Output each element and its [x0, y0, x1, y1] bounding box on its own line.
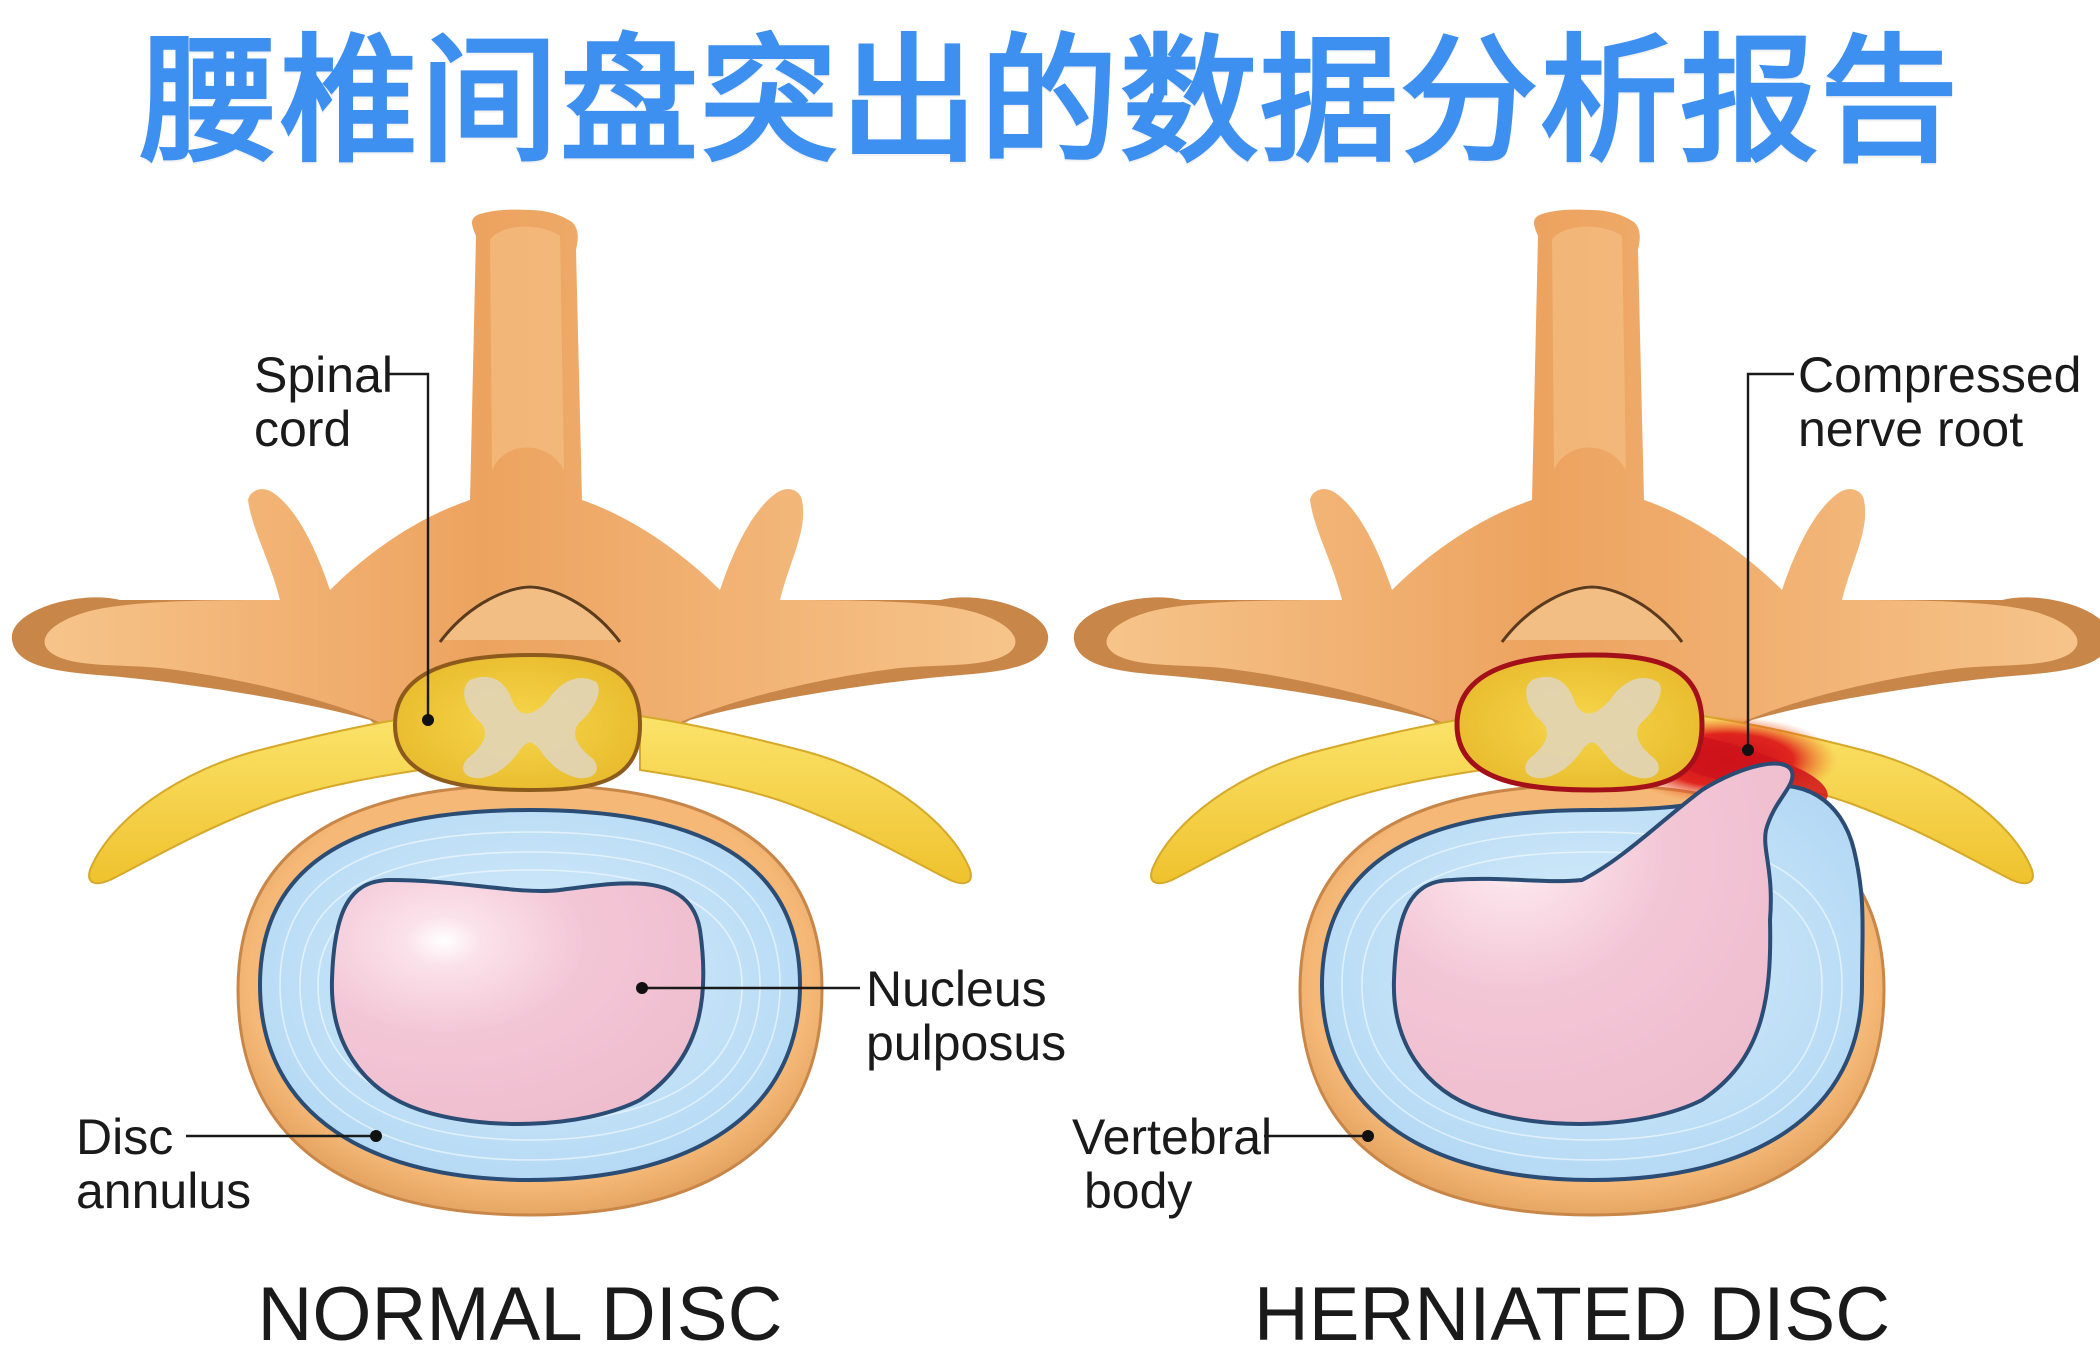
nerve-root-label-line2: nerve root [1798, 401, 2023, 457]
spinal-cord-label-line1: Spinal [254, 347, 393, 403]
label-compressed-nerve-root: Compressed nerve root [1742, 347, 2081, 756]
nucleus-label-line1: Nucleus [866, 961, 1047, 1017]
page-title: 腰椎间盘突出的数据分析报告 [139, 21, 1960, 182]
herniated-nucleus [1391, 761, 1795, 1126]
nucleus-label-line2: pulposus [866, 1015, 1066, 1071]
label-vertebral-body: Vertebral body [1072, 1109, 1374, 1219]
spinal-cord-label-line2: cord [254, 401, 351, 457]
vertebral-body-label-line2: body [1084, 1163, 1192, 1219]
annulus-label-line1: Disc [76, 1109, 173, 1165]
label-disc-annulus: Disc annulus [76, 1109, 382, 1219]
label-spinal-cord: Spinal cord [254, 347, 434, 726]
normal-vertebra-illustration [10, 208, 1050, 1217]
annulus-label-line2: annulus [76, 1163, 251, 1219]
nerve-root-label-line1: Compressed [1798, 347, 2081, 403]
normal-disc-caption: NORMAL DISC [257, 1272, 782, 1357]
herniated-disc-caption: HERNIATED DISC [1254, 1272, 1890, 1357]
normal-nucleus-pulposus [329, 877, 706, 1126]
vertebral-body-label-line1: Vertebral [1072, 1109, 1272, 1165]
label-nucleus-pulposus: Nucleus pulposus [636, 961, 1066, 1071]
herniated-vertebra-illustration [1072, 208, 2100, 1217]
